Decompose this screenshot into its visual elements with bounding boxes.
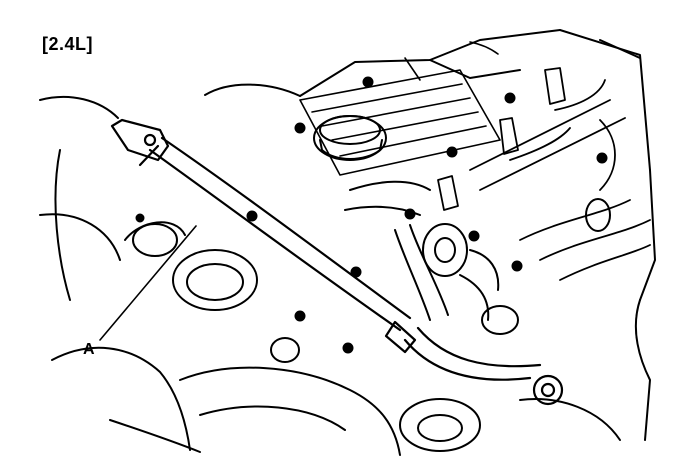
fuel-rail-injectors xyxy=(437,67,651,281)
pulley-housing xyxy=(124,221,300,363)
valve-cover xyxy=(299,41,501,176)
oil-filler-cap xyxy=(313,115,387,161)
lower-housings xyxy=(179,366,621,456)
callout-a-label: A xyxy=(83,341,95,358)
engine-variant-label: [2.4L] xyxy=(42,34,94,54)
callout-a-leader xyxy=(99,225,197,341)
mounting-bolts xyxy=(135,76,608,354)
intake-assembly xyxy=(344,180,611,335)
engine-block-outline xyxy=(39,29,656,453)
hose-pipe-assembly xyxy=(110,118,564,406)
